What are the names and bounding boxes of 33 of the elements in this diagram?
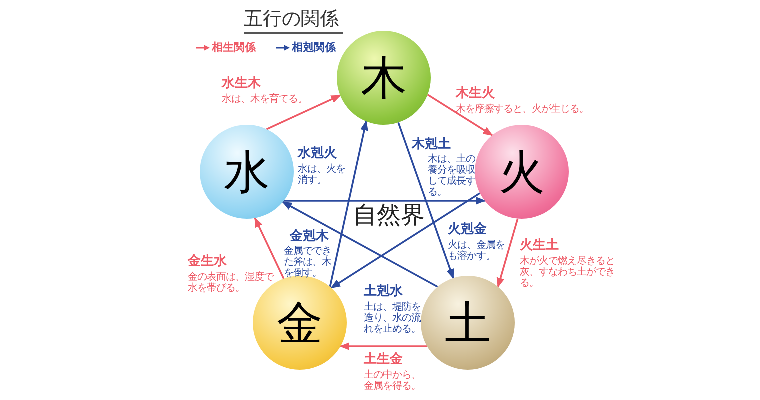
note-text: 土は、堤防を造り、水の流れを止める。 — [364, 302, 422, 335]
note-text: 木は、土の養分を吸収して成長する。 — [428, 154, 476, 198]
edge-label: 水剋火 — [298, 146, 337, 162]
legend-text: 相生関係 — [212, 40, 256, 56]
legend-text: 相剋関係 — [292, 40, 336, 56]
note-text: 金属でできた斧は、木を倒す。 — [284, 246, 332, 279]
arrow — [284, 196, 486, 205]
note-text: 土の中から、金属を得る。 — [364, 370, 422, 392]
arrow — [427, 94, 494, 136]
edge-label: 土生金 — [364, 352, 403, 368]
note-text: 水は、木を育てる。 — [222, 94, 308, 105]
edge-label: 金剋木 — [290, 229, 329, 245]
arrow — [398, 122, 454, 280]
diagram-title: 五行の関係 — [244, 6, 343, 34]
arrow — [340, 342, 428, 350]
edge-label: 土剋水 — [364, 284, 403, 300]
edge-label: 木生火 — [456, 86, 495, 102]
edge-label: 水生木 — [222, 76, 261, 92]
note-text: 木を摩擦すると、火が生じる。 — [456, 104, 590, 115]
note-text: 木が火で燃え尽きると灰、すなわち土ができる。 — [520, 256, 616, 289]
arrow — [496, 218, 519, 288]
edge-label: 火生土 — [520, 238, 559, 254]
edge-label: 木剋土 — [412, 137, 451, 153]
note-text: 水は、火を消す。 — [298, 164, 346, 186]
arrow — [329, 120, 368, 288]
arrow — [266, 94, 342, 130]
edge-label: 火剋金 — [448, 222, 487, 238]
center-label: 自然界 — [353, 200, 425, 230]
edge-label: 金生水 — [188, 254, 227, 270]
arrow — [254, 217, 285, 280]
note-text: 火は、金属をも溶かす。 — [448, 240, 506, 262]
arrow — [330, 192, 481, 289]
arrow — [282, 201, 438, 288]
